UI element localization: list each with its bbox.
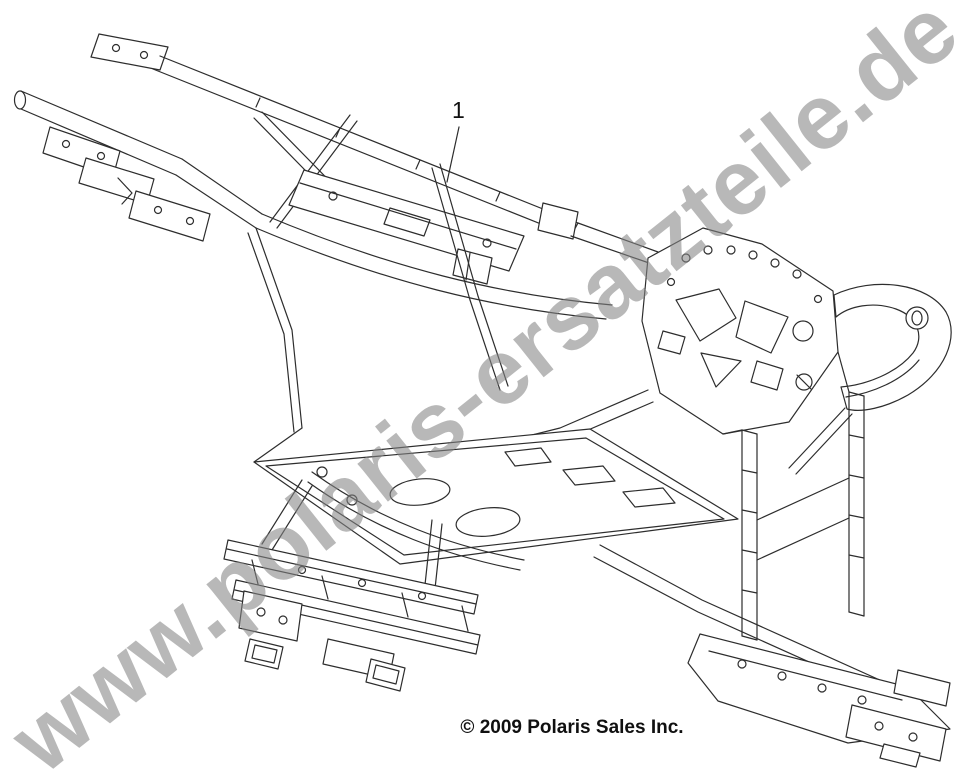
rear-lower-section [593, 351, 951, 768]
rear-plate [641, 227, 839, 435]
upper-rails [13, 33, 579, 237]
copyright-text: © 2009 Polaris Sales Inc. [460, 717, 684, 738]
front-brackets [42, 126, 211, 242]
callout-leader-line [446, 126, 460, 183]
mid-tubes [247, 227, 654, 463]
front-lower-rails [223, 479, 481, 692]
floor-pan [253, 428, 739, 571]
cross-members [253, 111, 659, 391]
rear-loop [788, 283, 952, 475]
callout-item-1: 1 [452, 97, 465, 123]
